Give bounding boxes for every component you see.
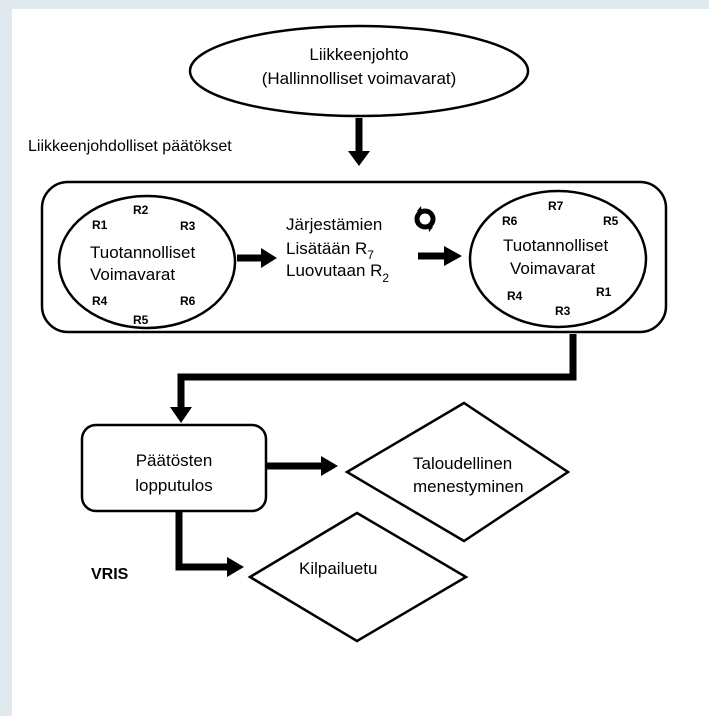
connector-to-competitive	[175, 511, 228, 571]
connector-to-competitive-head	[227, 557, 244, 577]
left-resource-r2: R2	[133, 203, 149, 217]
middle-reorganize: Järjestämien	[286, 215, 382, 234]
left-resource-r6: R6	[180, 294, 196, 308]
outcome-line1: Päätösten	[136, 451, 213, 470]
right-resource-r3: R3	[555, 304, 571, 318]
frame-left-bar	[0, 0, 12, 716]
left-resource-r5: R5	[133, 313, 149, 327]
competitive-diamond	[247, 511, 469, 643]
cycle-arrows-icon	[414, 206, 436, 232]
left-resources-line2: Voimavarat	[90, 265, 175, 284]
right-resources-circle	[468, 189, 648, 329]
decisions-label: Liikkeenjohdolliset päätökset	[28, 138, 232, 155]
right-resources-line2: Voimavarat	[510, 259, 595, 278]
management-subtitle: (Hallinnolliset voimavarat)	[262, 69, 457, 88]
right-resource-r4: R4	[507, 289, 523, 303]
connector-to-outcome	[177, 334, 577, 408]
vris-label: VRIS	[91, 566, 129, 583]
management-title: Liikkeenjohto	[309, 45, 408, 64]
right-resources-line1: Tuotannolliset	[503, 236, 608, 255]
middle-add-label: Lisätään R7	[286, 239, 374, 262]
right-resource-r7: R7	[548, 199, 564, 213]
arrow-left-to-middle-head	[261, 248, 277, 268]
left-resource-r1: R1	[92, 218, 108, 232]
management-ellipse	[188, 24, 530, 118]
left-resource-r4: R4	[92, 294, 108, 308]
right-resource-r1: R1	[596, 285, 612, 299]
competitive-label: Kilpailuetu	[299, 559, 377, 578]
left-resources-line1: Tuotannolliset	[90, 243, 195, 262]
left-resource-r3: R3	[180, 219, 196, 233]
middle-remove-label: Luovutaan R2	[286, 261, 389, 285]
connector-to-outcome-head	[170, 407, 192, 423]
right-resource-r5: R5	[603, 214, 619, 228]
financial-line1: Taloudellinen	[413, 454, 512, 473]
arrow-outcome-to-financial-head	[321, 456, 338, 476]
left-resources-circle	[57, 194, 237, 330]
arrow-management-down-head	[348, 151, 370, 166]
financial-diamond	[344, 401, 571, 543]
financial-line2: menestyminen	[413, 477, 524, 496]
outcome-line2: lopputulos	[135, 476, 213, 495]
frame-top-bar	[0, 0, 709, 9]
right-resource-r6: R6	[502, 214, 518, 228]
arrow-middle-to-right-head	[444, 246, 462, 266]
